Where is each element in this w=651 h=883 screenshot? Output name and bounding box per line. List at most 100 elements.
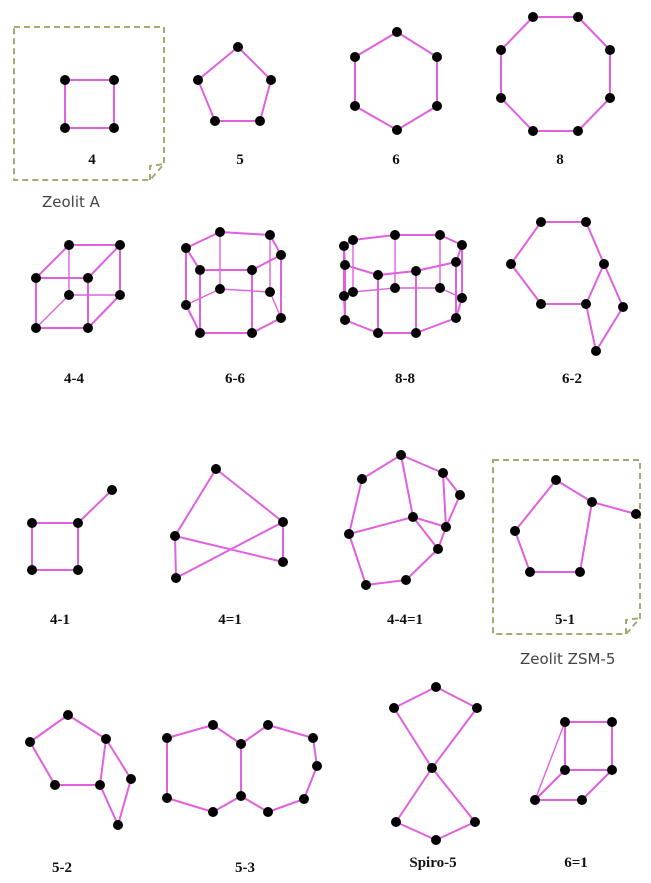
graph-edge [219,288,271,293]
graph-edge [348,516,414,535]
graph-node [162,793,172,803]
unit-label: 8-8 [395,371,415,387]
graph-edge [354,105,398,131]
graph-edge [579,501,593,573]
graph-edge [393,707,433,769]
graph-node [83,273,93,283]
graph-node [64,240,74,250]
graph-node [340,260,350,270]
graph-edge [105,738,132,780]
graph-edge [395,767,433,823]
graph-node [607,717,617,727]
graph-node [247,265,257,275]
graph-node [433,544,443,554]
unit-6 [350,27,442,135]
graph-node [344,529,354,539]
unit-5-2 [25,710,136,830]
graph-node [427,763,437,773]
graph-node [451,257,461,267]
unit-label: 6-6 [225,371,245,387]
unit-6-6 [181,227,286,338]
graph-node [115,240,125,250]
graph-node [581,299,591,309]
unit-4-1 [27,485,117,575]
unit-label: 4-4 [64,371,84,387]
graph-node [575,567,585,577]
graph-edge [240,795,269,813]
graph-edge [442,472,447,528]
graph-node [215,227,225,237]
graph-edge [534,721,566,801]
graph-node [339,291,349,301]
graph-edge [585,263,605,305]
graph-node [435,283,445,293]
graph-node [263,807,273,817]
graph-node [599,259,609,269]
unit-8-8 [339,230,467,338]
graph-node [401,575,411,585]
graph-node [263,720,273,730]
graph-edge [99,738,107,786]
unit-5-3 [162,720,322,817]
unit-5 [193,42,276,126]
graph-node [339,241,349,251]
graph-node [50,780,60,790]
graph-node [432,52,442,62]
graph-edge [77,489,113,524]
graph-node [496,45,506,55]
graph-node [276,313,286,323]
unit-label: 6-2 [562,371,582,387]
graph-node [591,346,601,356]
graph-node [266,75,276,85]
graph-node [431,682,441,692]
graph-edge [354,31,398,58]
graph-edge [29,714,69,743]
graph-node [31,273,41,283]
zeolit-zsm5-caption: Zeolit ZSM-5 [520,650,615,668]
graph-edge [251,254,282,271]
graph-node [208,807,218,817]
graph-edge [185,288,221,306]
graph-edge [352,287,396,293]
graph-node [208,720,218,730]
graph-edge [500,16,534,51]
graph-node [312,761,322,771]
graph-node [170,531,180,541]
zeolit-a-caption: Zeolit A [42,193,101,211]
graph-edge [555,479,593,503]
graph-node [27,518,37,528]
graph-node [73,518,83,528]
graph-edge [303,765,318,800]
graph-node [340,315,350,325]
graph-node [348,287,358,297]
graph-node [83,323,93,333]
graph-node [455,490,465,500]
graph-node [560,765,570,775]
unit-label: 5-3 [235,860,255,876]
graph-edge [87,294,121,329]
graph-node [411,266,421,276]
graph-edge [29,741,56,786]
graph-edge [431,767,476,823]
graph-node [438,468,448,478]
unit-label: 5-1 [555,612,575,628]
graph-node [573,126,583,136]
graph-node [233,42,243,52]
graph-edge [595,306,624,352]
graph-edge [166,724,214,739]
unit-label: 4-1 [50,612,70,628]
graph-edge [591,501,637,515]
graph-node [265,287,275,297]
graph-node [581,217,591,227]
graph-edge [415,261,457,272]
graph-node [126,774,136,784]
unit-label: 8 [556,152,564,168]
graph-edge [237,46,272,81]
graph-edge [240,724,269,745]
graph-node [211,464,221,474]
graph-node [162,733,172,743]
graph-node [181,300,191,310]
graph-edge [377,270,417,276]
graph-node [265,230,275,240]
